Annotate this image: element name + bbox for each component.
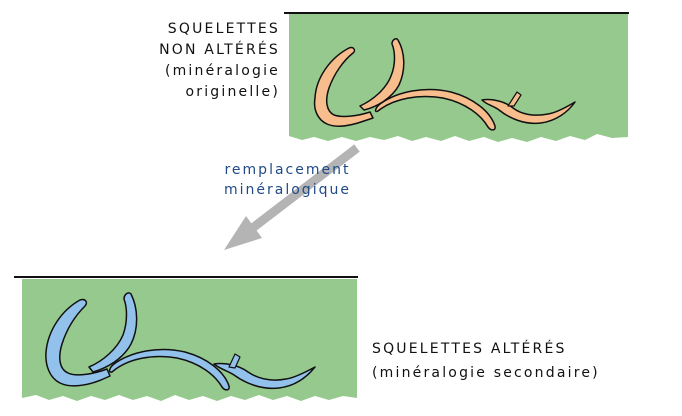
- bottom-label-line-1: SQUELETTES ALTÉRÉS: [372, 337, 600, 361]
- arrow-label-line-2: minéralogique: [224, 180, 351, 200]
- top-label-line-3: (minéralogie: [159, 61, 280, 82]
- bottom-label-line-2: (minéralogie secondaire): [372, 361, 600, 385]
- unaltered-skeletons-label: SQUELETTES NON ALTÉRÉS (minéralogie orig…: [159, 19, 280, 103]
- arrow-label-line-1: remplacement: [224, 160, 351, 180]
- altered-skeletons-label: SQUELETTES ALTÉRÉS (minéralogie secondai…: [372, 337, 600, 385]
- top-label-line-1: SQUELETTES: [159, 19, 280, 40]
- top-label-line-4: originelle): [159, 82, 280, 103]
- replacement-label: remplacement minéralogique: [224, 160, 351, 200]
- top-label-line-2: NON ALTÉRÉS: [159, 40, 280, 61]
